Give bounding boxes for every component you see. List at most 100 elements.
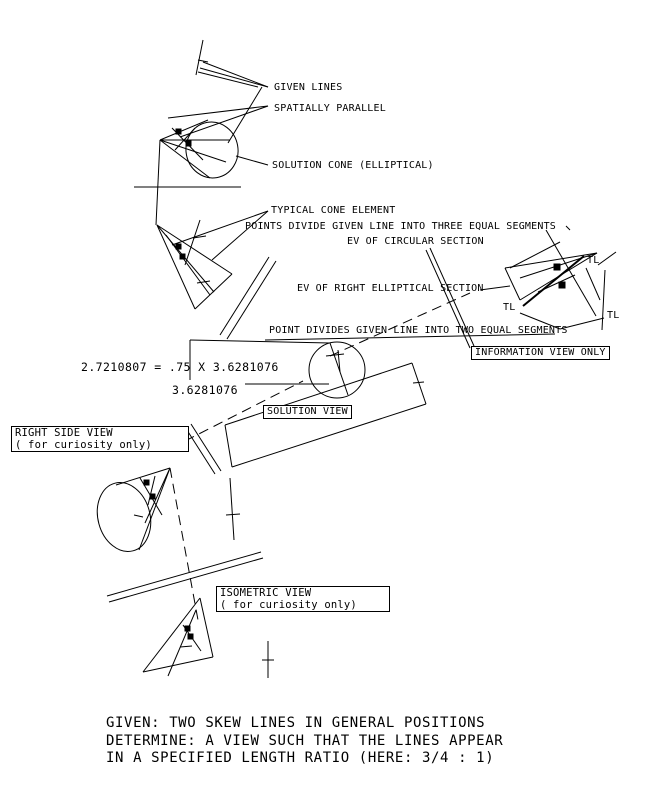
solution-view-group: [184, 339, 427, 475]
dimension-line: [224, 424, 233, 468]
solution-cone-label: SOLUTION CONE (ELLIPTICAL): [272, 160, 434, 171]
leader-line: [179, 105, 269, 138]
division-point: [175, 243, 182, 250]
given-line: [522, 255, 585, 307]
reference-line: [184, 426, 216, 475]
three-segments-label: POINTS DIVIDE GIVEN LINE INTO THREE EQUA…: [245, 221, 557, 232]
given-line-top: [195, 39, 204, 76]
leader-line: [211, 210, 269, 261]
leader-line: [559, 317, 605, 330]
problem-ratio-line: IN A SPECIFIED LENGTH RATIO (HERE: 3/4 :…: [106, 750, 495, 766]
leader-line: [519, 312, 561, 330]
leader-line: [227, 86, 263, 144]
top-view-group: [134, 39, 269, 226]
solution-cone-ellipse: [185, 121, 239, 179]
given-line-tick: [179, 645, 193, 648]
division-point: [185, 140, 192, 147]
projection-line: [169, 467, 199, 621]
leader-line: [202, 61, 269, 88]
cone-element: [142, 597, 201, 673]
leader-line: [199, 67, 269, 88]
leader-line: [235, 155, 269, 166]
cone-element: [115, 467, 171, 486]
right-side-view-note: ( for curiosity only): [15, 439, 152, 451]
isometric-view-note: ( for curiosity only): [220, 599, 357, 611]
tl-dimension: [601, 269, 606, 331]
given-line: [165, 234, 211, 296]
typical-cone-element-label: TYPICAL CONE ELEMENT: [271, 205, 396, 216]
given-line-tick: [412, 381, 425, 384]
given-line: [329, 342, 349, 396]
cone-base-section: [194, 273, 233, 310]
reference-line: [190, 423, 222, 472]
leader-line: [171, 210, 269, 246]
leader-line: [509, 241, 561, 269]
ev-circular-section: [545, 229, 597, 317]
dimension-value-label: 3.6281076: [172, 383, 238, 397]
given-line-tick: [133, 514, 144, 518]
cone-element: [159, 139, 211, 179]
tl-left-label: TL: [503, 302, 516, 313]
dimension-equation-label: 2.7210807 = .75 X 3.6281076: [81, 360, 279, 374]
isometric-view-group: [142, 597, 274, 678]
solution-projection: [189, 339, 331, 344]
tl-right-label: TL: [607, 310, 620, 321]
right-side-cone-ellipse: [96, 482, 152, 552]
given-line-tick: [325, 353, 345, 357]
isometric-view-label: ISOMETRIC VIEW: [220, 587, 312, 599]
two-segments-label: POINT DIVIDES GIVEN LINE INTO TWO EQUAL …: [269, 325, 568, 336]
given-line: [147, 475, 156, 506]
reference-line: [219, 256, 270, 336]
projection-line: [329, 292, 471, 357]
given-line-top-tick: [197, 59, 209, 63]
dimension-line: [224, 362, 413, 426]
division-point: [187, 633, 194, 640]
leader-line: [565, 225, 571, 231]
cone-element: [156, 224, 196, 310]
leader-line: [197, 71, 259, 88]
leader-line: [167, 105, 269, 119]
given-line: [337, 349, 341, 373]
given-lines-label: GIVEN LINES: [274, 82, 343, 93]
cone-element: [504, 252, 598, 269]
reference-line: [106, 551, 262, 597]
tl-projector: [597, 251, 617, 266]
tl-projector: [585, 267, 601, 301]
spatially-parallel-label: SPATIALLY PARALLEL: [274, 103, 386, 114]
solution-view-circle: [308, 341, 366, 399]
division-point: [553, 263, 561, 271]
information-reference-line: [429, 247, 475, 347]
cone-element: [138, 467, 171, 551]
cone-element: [159, 119, 209, 141]
cone-element: [159, 139, 227, 163]
given-line: [537, 274, 576, 293]
ev-circular-section-label: EV OF CIRCULAR SECTION: [347, 236, 484, 247]
solution-view-label: SOLUTION VIEW: [263, 405, 352, 419]
cone-axis-vertical: [155, 139, 161, 226]
division-point: [143, 479, 150, 486]
problem-determine-line: DETERMINE: A VIEW SUCH THAT THE LINES AP…: [106, 732, 504, 749]
front-view-group: [156, 210, 277, 340]
problem-statement: GIVEN: TWO SKEW LINES IN GENERAL POSITIO…: [106, 715, 503, 768]
problem-given-line: GIVEN: TWO SKEW LINES IN GENERAL POSITIO…: [106, 715, 486, 731]
cone-element: [504, 267, 521, 301]
ev-right-elliptical-label: EV OF RIGHT ELLIPTICAL SECTION: [297, 283, 484, 294]
projection-line: [184, 380, 304, 442]
given-line: [229, 477, 235, 541]
information-view-label: INFORMATION VIEW ONLY: [471, 346, 610, 360]
division-point: [558, 281, 566, 289]
tl-upper-label: TL: [587, 255, 600, 266]
cone-element: [144, 467, 171, 524]
reference-line: [108, 557, 264, 603]
information-view-group: [264, 225, 617, 357]
leader-line: [264, 333, 556, 341]
isometric-view-box: ISOMETRIC VIEW ( for curiosity only): [216, 586, 390, 612]
division-point: [184, 625, 191, 632]
division-point: [175, 128, 182, 135]
cone-element: [199, 597, 214, 658]
right-side-view-box: RIGHT SIDE VIEW ( for curiosity only): [11, 426, 189, 452]
cone-element: [142, 656, 214, 673]
reference-line: [226, 260, 277, 340]
information-reference-line: [425, 249, 471, 349]
